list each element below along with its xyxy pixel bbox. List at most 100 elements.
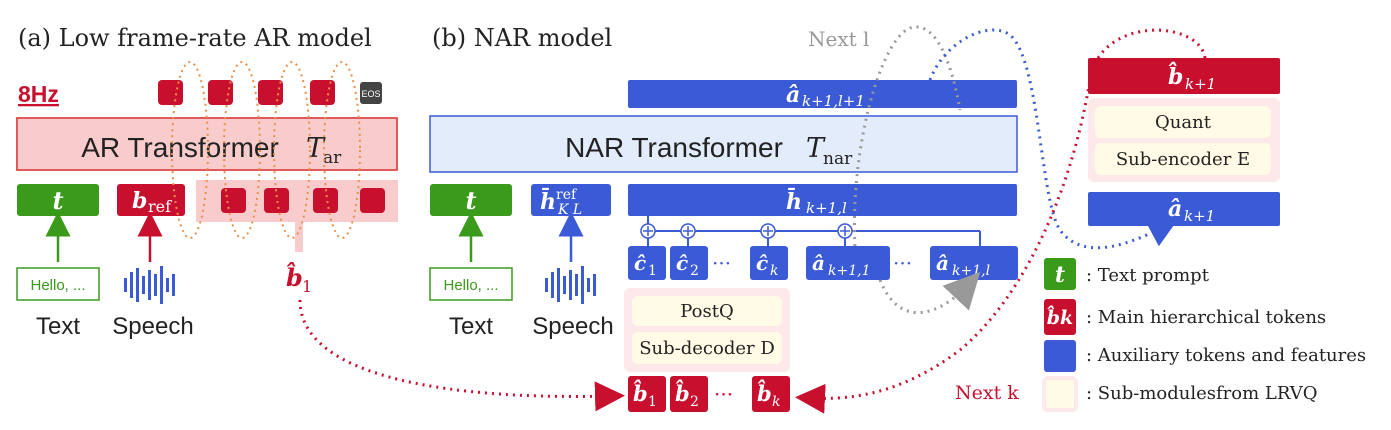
legend-text-label: : Text prompt [1086,265,1210,286]
text-token-a [17,184,99,216]
ar-input-token [360,188,385,213]
plus-signs [643,226,850,236]
encoder-a-sub: k+1 [1184,207,1215,225]
encoder-b-sub: k+1 [1185,75,1216,93]
subdecoder-label: Sub-decoder D [639,338,775,359]
nar-transformer-label: NAR Transformer [565,132,783,163]
encoder-a-input [1088,192,1280,226]
next-l-loop-arrow [852,25,962,247]
ar-input-token [221,188,246,213]
subencoder-label: Sub-encoder E [1116,149,1250,170]
b-token-2-sub: 2 [690,394,699,410]
a-token-1-label: â [812,251,825,275]
ar-output-token [310,80,335,105]
b-token-1 [628,376,666,412]
legend-text-swatch [1044,258,1076,290]
eos-label: EOS [361,89,380,99]
text-token-b-label: t [465,186,476,215]
legend-sub-swatch [1042,376,1078,412]
panel-b-title: (b) NAR model [432,24,612,52]
top-output-token [628,80,1017,108]
h-bar-label: h̄ [786,187,802,215]
text-caption-b: Text [449,313,493,340]
postq-label: PostQ [680,301,733,322]
ar-transformer-box [16,117,398,171]
encoder-b-label: b̂ [1168,62,1183,90]
nar-transformer-sub: nar [823,149,853,169]
b-token-k-sub: k [772,394,780,410]
c-token-2 [670,246,708,280]
ar-input-token [264,188,289,213]
next-l-label: Next l [808,27,869,51]
ar-transformer-label: AR Transformer [81,132,279,163]
ar-output-stem [295,222,303,252]
a-token-l-sub: k+1,l [952,263,990,279]
next-l-return-arrow [878,271,981,314]
ar-output-token [258,80,283,105]
b-token-k [752,376,790,412]
legend-sub-label: : Sub-modulesfrom LRVQ [1086,383,1318,404]
c-token-2-sub: 2 [690,263,699,279]
ref-token [117,184,185,216]
ar-transformer-symbol: T [306,133,326,164]
quant-label: Quant [1155,112,1212,133]
h-ref-token [531,184,611,216]
legend-main-label: : Main hierarchical tokens [1086,307,1326,328]
text-token-b [430,184,512,216]
c-token-1 [628,246,666,280]
c-token-k-label: ĉ [756,251,768,275]
ar-output-token [208,80,233,105]
text-caption-a: Text [36,313,80,340]
text-input-box-b [429,267,513,301]
postq-box [632,296,782,326]
c-token-1-label: ĉ [634,251,646,275]
b-dots: ··· [714,382,733,406]
legend-aux-swatch [1044,340,1076,372]
h-bar-token [628,184,1017,216]
eos-token [360,82,382,104]
text-input-b: Hello, ... [443,277,498,294]
b-token-k-label: b̂ [757,380,772,406]
encoder-a-label: â [1168,196,1182,222]
c-dots: ··· [712,251,731,275]
h-bar-sub: k+1,l [806,199,847,217]
ar-loop-arrows [171,61,361,239]
legend-text-symbol: t [1055,262,1065,288]
text-token-a-label: t [52,186,63,215]
legend-main-swatch [1044,299,1076,335]
b-token-2-label: b̂ [675,380,690,406]
ar-input-token [313,188,338,213]
subencoder-box [1095,143,1271,175]
text-input-a: Hello, ... [30,277,85,294]
legend-main-symbol: b̂k [1046,305,1073,329]
speech-caption-a: Speech [112,313,193,340]
a-token-l-label: â [936,251,949,275]
speech-waveform-b [545,266,596,304]
h-ref-sup: ref [556,187,578,203]
a-dots: ··· [893,251,912,275]
ar-transformer-sub: ar [323,148,342,168]
sum-connectors [647,216,981,246]
first-token-sub: 1 [302,277,312,296]
a-token-1-sub: k+1,1 [828,263,870,279]
first-token-label: b̂ [286,262,303,292]
encoder-b-output [1088,58,1280,94]
top-output-label: â [786,82,800,108]
next-k-label: Next k [955,382,1019,404]
rate-label: 8Hz [18,81,59,107]
c-token-k [750,246,788,280]
h-ref-sub: K,L [557,202,582,218]
nar-transformer-box [429,115,1018,173]
h-ref-label: h̄ [540,187,556,215]
c-token-2-label: ĉ [676,251,688,275]
quant-box [1095,106,1271,138]
b-token-1-label: b̂ [633,380,648,406]
b-token-2 [670,376,708,412]
nar-transformer-symbol: T [806,133,826,164]
c-token-k-sub: k [770,263,778,279]
panel-a-title: (a) Low frame-rate AR model [18,24,372,52]
ref-token-label: b [132,188,147,214]
speech-caption-b: Speech [532,313,613,340]
speech-waveform-a [124,266,175,304]
